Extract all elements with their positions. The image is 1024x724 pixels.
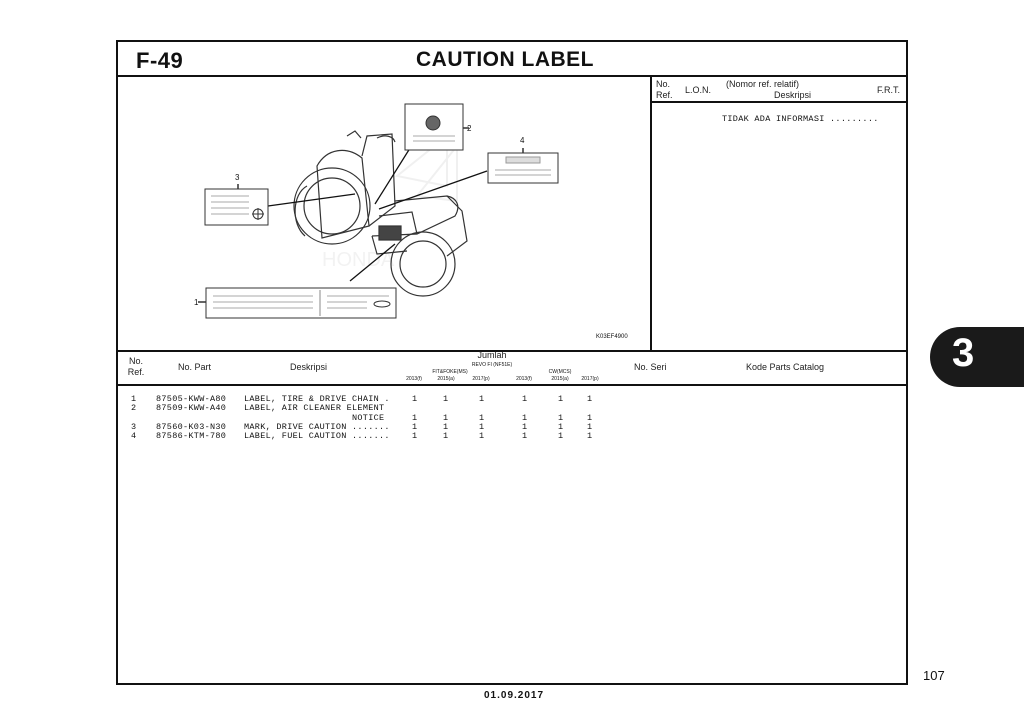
row-qty: 1 <box>479 413 485 423</box>
row-qty: 1 <box>522 413 528 423</box>
col-no-ref-2: Ref. <box>656 90 673 100</box>
row-qty: 1 <box>412 394 418 404</box>
row-ref: 4 <box>131 431 137 441</box>
info-text: TIDAK ADA INFORMASI ......... <box>722 114 879 124</box>
col-year: 2013(f) <box>406 376 422 382</box>
right-panel-divider <box>650 76 652 351</box>
row-qty: 1 <box>558 422 564 432</box>
col-year: 2013(f) <box>516 376 532 382</box>
row-part-no: 87586-KTM-780 <box>156 431 227 441</box>
motorcycle-drawing <box>293 130 468 297</box>
col-no-ref-1: No. <box>656 79 671 89</box>
print-date: 01.09.2017 <box>484 690 545 701</box>
row-desc: LABEL, FUEL CAUTION ....... <box>244 431 390 441</box>
row-part-no: 87505-KWW-A80 <box>156 394 227 404</box>
row-part-no: 87509-KWW-A40 <box>156 403 227 413</box>
callout-2: 2 <box>467 124 472 133</box>
row-qty: 1 <box>443 422 449 432</box>
section-tab: 3 <box>930 327 1024 387</box>
row-desc: MARK, DRIVE CAUTION ....... <box>244 422 390 432</box>
col-kode-parts-catalog: Kode Parts Catalog <box>746 362 825 372</box>
table-header-divider <box>117 384 907 386</box>
col-jumlah: Jumlah <box>477 350 507 360</box>
row-qty: 1 <box>522 394 528 404</box>
row-ref: 3 <box>131 422 137 432</box>
col-no-seri: No. Seri <box>634 362 667 372</box>
row-ref: 1 <box>131 394 137 404</box>
col-year: 2017(p) <box>581 376 599 382</box>
row-qty: 1 <box>587 394 593 404</box>
row-qty: 1 <box>412 413 418 423</box>
callout-4: 4 <box>520 136 525 145</box>
row-qty: 1 <box>522 422 528 432</box>
row-qty: 1 <box>587 431 593 441</box>
label-3 <box>204 188 269 226</box>
section-tab-number: 3 <box>952 331 975 375</box>
col-revo: REVO FI (NF51E) <box>471 362 513 368</box>
illustration-code: K03EF4900 <box>596 334 628 340</box>
col-cw: CW(MCS) <box>548 369 572 375</box>
page-frame <box>116 40 908 685</box>
row-qty: 1 <box>587 413 593 423</box>
motorcycle-illustration: HONDA <box>194 103 628 340</box>
row-part-no: 87560-K03-N30 <box>156 422 227 432</box>
page-title: CAUTION LABEL <box>416 48 594 71</box>
row-qty: 1 <box>412 431 418 441</box>
illustration-divider <box>117 350 907 352</box>
row-qty: 1 <box>558 394 564 404</box>
row-desc: LABEL, TIRE & DRIVE CHAIN . <box>244 394 390 404</box>
row-qty: 1 <box>479 422 485 432</box>
row-ref: 2 <box>131 403 137 413</box>
figure-number: F-49 <box>136 48 184 73</box>
label-4 <box>487 152 559 184</box>
col-fit: FIT&FOKE(MS) <box>432 369 468 375</box>
col-desc-2: Deskripsi <box>774 90 812 100</box>
col-year: 2017(p) <box>472 376 490 382</box>
row-qty: 1 <box>443 413 449 423</box>
col-frt: F.R.T. <box>877 85 901 95</box>
row-desc: NOTICE <box>352 413 385 423</box>
col-lon: L.O.N. <box>685 85 712 95</box>
col-year: 2015(a) <box>437 376 455 382</box>
row-qty: 1 <box>558 431 564 441</box>
honda-watermark: HONDA <box>322 133 458 271</box>
row-qty: 1 <box>479 431 485 441</box>
right-panel-header-divider <box>650 101 907 103</box>
row-qty: 1 <box>558 413 564 423</box>
header-divider <box>117 75 907 77</box>
row-qty: 1 <box>479 394 485 404</box>
row-qty: 1 <box>587 422 593 432</box>
col-desc-1: (Nomor ref. relatif) <box>726 79 800 89</box>
page-number: 107 <box>923 668 945 683</box>
callout-1: 1 <box>194 298 199 307</box>
col-description: Deskripsi <box>290 362 328 372</box>
row-qty: 1 <box>443 394 449 404</box>
label-1 <box>205 287 397 319</box>
col-year: 2015(a) <box>551 376 569 382</box>
col-no-ref-1: No. <box>128 356 143 366</box>
col-no-part: No. Part <box>178 362 212 372</box>
row-qty: 1 <box>443 431 449 441</box>
row-qty: 1 <box>412 422 418 432</box>
callout-3: 3 <box>235 173 240 182</box>
row-desc: LABEL, AIR CLEANER ELEMENT <box>244 403 385 413</box>
leader-lines <box>198 127 524 303</box>
col-no-ref-2: Ref. <box>127 367 145 377</box>
label-2 <box>404 103 464 151</box>
row-qty: 1 <box>522 431 528 441</box>
